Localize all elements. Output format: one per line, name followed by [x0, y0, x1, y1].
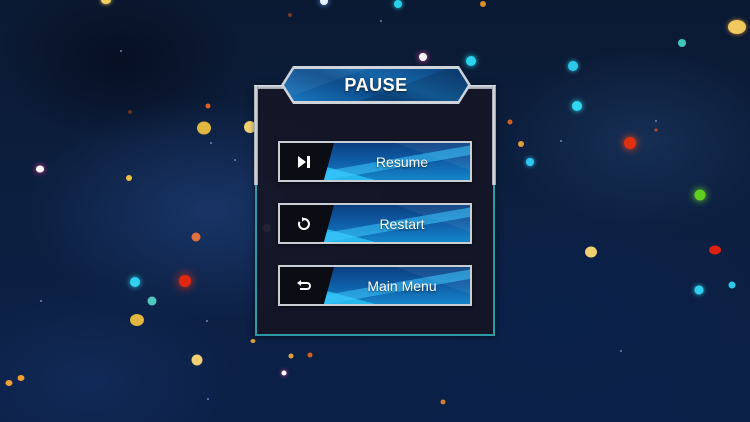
- star: [620, 350, 622, 352]
- star: [655, 120, 657, 122]
- asteroid-orange: [507, 119, 513, 125]
- asteroid-orange: [480, 1, 486, 7]
- asteroid-yellow: [250, 339, 256, 343]
- asteroid-yellow: [17, 375, 25, 381]
- planet-yellow: [191, 354, 203, 366]
- planet-teal: [147, 296, 157, 306]
- asteroid-yellow: [518, 141, 524, 147]
- star: [210, 142, 212, 144]
- asteroid-small: [654, 128, 658, 132]
- planet-orange: [191, 232, 201, 242]
- planet-cyan: [130, 277, 140, 287]
- star: [120, 50, 122, 52]
- resume-label: Resume: [375, 153, 429, 170]
- restart-button[interactable]: Restart: [278, 203, 472, 244]
- asteroid-orange: [440, 399, 446, 405]
- star-orb-pink: [281, 370, 287, 376]
- asteroid-orange: [307, 352, 313, 358]
- planet-yellow: [585, 246, 597, 258]
- restart-icon: [280, 205, 328, 242]
- planet-red: [179, 275, 191, 287]
- planet-cyan: [568, 61, 578, 71]
- star-orb-white: [320, 0, 328, 5]
- star: [560, 140, 562, 142]
- star-orb-pink: [36, 165, 44, 173]
- planet-cyan: [394, 0, 402, 8]
- planet-cyan: [526, 158, 534, 166]
- panel-frame-right: [492, 86, 496, 185]
- planet-yellow: [197, 121, 211, 135]
- asteroid-small: [128, 110, 132, 114]
- play-next-icon: [280, 143, 328, 180]
- star: [40, 300, 42, 302]
- star: [380, 20, 382, 22]
- asteroid-yellow: [5, 380, 13, 386]
- planet-yellow: [130, 314, 144, 326]
- asteroid-yellow: [126, 175, 132, 181]
- asteroid-orange: [205, 103, 211, 109]
- planet-teal: [678, 39, 686, 47]
- pause-title-banner: PAUSE: [281, 66, 471, 104]
- planet-cyan: [572, 101, 582, 111]
- planet-cyan: [694, 285, 704, 295]
- asteroid-yellow: [288, 353, 294, 359]
- pause-title: PAUSE: [344, 74, 408, 95]
- return-icon: [280, 267, 328, 304]
- planet-red: [709, 245, 721, 255]
- planet-red: [624, 137, 636, 149]
- planet-yellow: [101, 0, 111, 4]
- planet-yellow-large: [728, 20, 746, 34]
- main-menu-label: Main Menu: [367, 277, 437, 294]
- star: [206, 320, 208, 322]
- star: [234, 159, 236, 161]
- planet-green: [694, 189, 706, 201]
- planet-cyan: [728, 281, 736, 289]
- asteroid-small: [288, 13, 292, 17]
- star: [207, 398, 209, 400]
- resume-button[interactable]: Resume: [278, 141, 472, 182]
- planet-yellow: [244, 121, 256, 133]
- star-orb-pink: [419, 53, 427, 61]
- restart-label: Restart: [379, 215, 425, 232]
- main-menu-button[interactable]: Main Menu: [278, 265, 472, 306]
- panel-frame-left: [254, 86, 258, 185]
- planet-cyan: [466, 56, 476, 66]
